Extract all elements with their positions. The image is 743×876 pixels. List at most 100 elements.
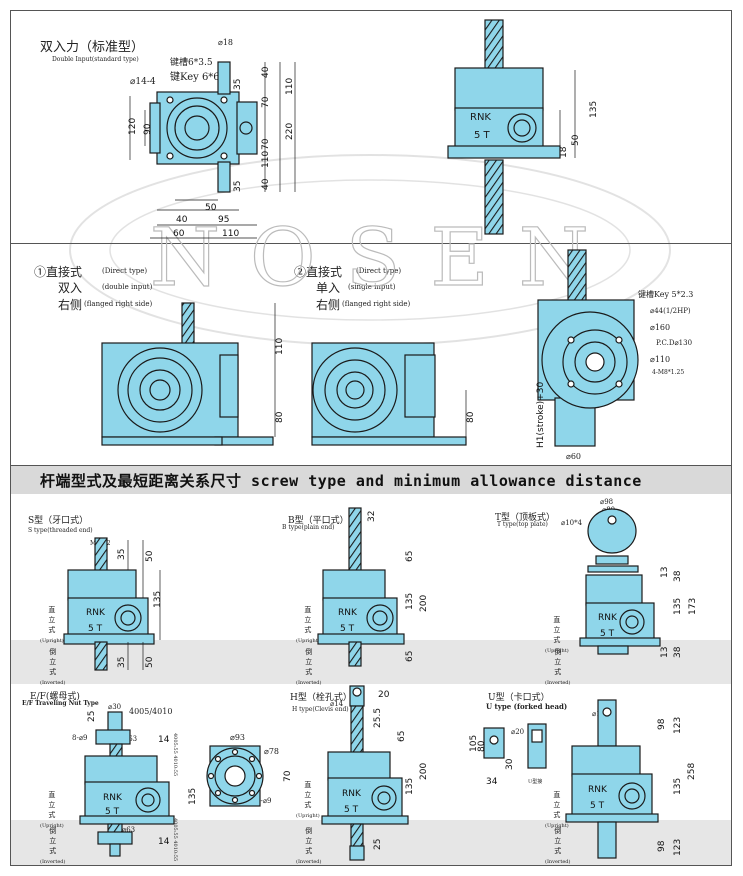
phi14-label: ⌀14-4	[130, 77, 156, 87]
dim-220: 220	[285, 123, 295, 140]
inverted-label-5: 倒立式(Inverted)	[296, 827, 322, 865]
dim-70b: 70	[261, 138, 271, 150]
ef-dim-70: 70	[283, 770, 293, 782]
ef-type-drawing	[79, 711, 175, 857]
upright-label-2: 直立式(Upright)	[296, 606, 320, 644]
s-dim-35a: 35	[117, 549, 127, 560]
flange-holes: 4-M8*1.25	[652, 369, 685, 376]
ef-type-title: E/F(螺母式)	[30, 692, 80, 702]
size-t: 5 T	[600, 629, 615, 639]
u-dim-30: 30	[505, 758, 515, 770]
t-type-en: T type(top plate)	[497, 521, 548, 528]
ef-d9b: 8-⌀9	[256, 797, 272, 805]
dim-18-top: 18	[559, 146, 569, 158]
h-type-en: H type(Clevis end)	[292, 706, 349, 713]
ef-d63b: ⌀63	[122, 826, 136, 834]
u-type-detail	[483, 723, 547, 769]
inverted-label-3: 倒立式(Inverted)	[545, 648, 571, 686]
s-dim-50a: 50	[145, 550, 155, 562]
flange-d44: ⌀44(1/2HP)	[650, 307, 691, 315]
direct2-num: ②直接式	[294, 265, 343, 279]
h-type-title: H型（栓孔式）	[290, 693, 352, 703]
ef-d30: ⌀30	[108, 703, 122, 711]
direct2-l3: 右侧	[316, 298, 341, 312]
h-type-drawing	[321, 685, 409, 861]
direct2-l3en: (flanged right side)	[342, 300, 411, 308]
direct1-en: (Direct type)	[102, 267, 148, 275]
key-label-2: 键Key 6*6	[170, 72, 220, 83]
s-type-drawing	[63, 537, 155, 671]
upright-label-3: 直立式(Upright)	[545, 616, 569, 654]
direct1-drawing	[101, 302, 274, 446]
ef-d93: ⌀93	[230, 733, 245, 742]
flange-key: 键槽Key 5*2.3	[638, 290, 694, 299]
d1-dim-110: 110	[275, 338, 285, 355]
direct2-drawing	[311, 342, 467, 446]
ef-d78: ⌀78	[264, 747, 279, 756]
t-d10: ⌀10*4	[561, 519, 583, 527]
direct1-l3en: (flanged right side)	[84, 300, 153, 308]
rnk-logo-t: RNK	[598, 613, 618, 623]
dim-40b: 40	[261, 178, 271, 190]
h-dim-25: 25	[373, 839, 383, 850]
key-label-1: 键槽6*3.5	[170, 58, 213, 68]
dim-40a: 40	[261, 66, 271, 78]
ef-nut: 4005/4010	[129, 707, 173, 716]
b-dim-32: 32	[367, 511, 377, 522]
size-5t-1: 5 T	[474, 130, 491, 141]
inverted-label-4: 倒立式(Inverted)	[40, 827, 66, 865]
banner-title: 杆端型式及最短距离关系尺寸 screw type and minimum all…	[40, 472, 642, 490]
u-dim-135: 135	[673, 778, 683, 795]
flange-drawing	[537, 249, 639, 447]
t-dim-135: 135	[673, 598, 683, 615]
t-d98: ⌀98	[600, 498, 614, 506]
d1-dim-80: 80	[275, 411, 285, 423]
t-type-drawing	[579, 508, 661, 655]
h-d14: ⌀14	[330, 700, 344, 708]
direct1-l3: 右侧	[58, 298, 83, 312]
size-h: 5 T	[344, 805, 359, 815]
dim-110c: 110	[222, 229, 239, 239]
rnk-logo-b: RNK	[338, 608, 358, 618]
u-dim-123a: 123	[673, 717, 683, 734]
ef-dim-14a: 14	[158, 735, 170, 745]
u-dim-258: 258	[687, 763, 697, 780]
flange-pcd: P.C.D⌀130	[656, 339, 693, 347]
section-direct-type	[10, 244, 732, 466]
ef-dim-14b: 14	[158, 837, 170, 847]
upright-label-4: 直立式(Upright)	[40, 791, 64, 829]
dim-50-top: 50	[571, 134, 581, 146]
direct1-num: ①直接式	[34, 265, 83, 279]
u-dim-105: 105	[469, 735, 479, 752]
u-type-en: U type (forked head)	[486, 702, 568, 711]
double-input-dimlines	[129, 62, 296, 239]
t-dim-38a: 38	[673, 570, 683, 582]
flange-stroke: H1(stroke)+30	[536, 382, 546, 448]
b-dim-65a: 65	[405, 551, 415, 562]
direct2-l2: 单入	[316, 281, 341, 295]
rnk-logo-s: RNK	[86, 608, 106, 618]
t-dim-13b: 13	[660, 647, 670, 658]
u-d20: ⌀20	[511, 728, 525, 736]
inverted-label-2: 倒立式(Inverted)	[296, 648, 322, 686]
section-double-input	[10, 10, 732, 244]
dim-95: 95	[218, 215, 229, 225]
dim-35a: 35	[233, 79, 243, 90]
u-type-drawing	[565, 699, 659, 859]
page-frame	[10, 10, 732, 866]
size-s: 5 T	[88, 624, 103, 634]
u-dim-98a: 98	[657, 718, 667, 730]
dim-50: 50	[205, 203, 217, 213]
b-type-drawing	[317, 507, 405, 667]
t-dim-38b: 38	[673, 646, 683, 658]
ef-lead-1: 4005:55 4010:55	[172, 733, 178, 777]
ef-nut-top-view	[206, 745, 264, 807]
t-type-title: T型（顶板式）	[495, 513, 556, 523]
double-input-title-en: Double Input(standard type)	[52, 56, 139, 63]
direct2-en: (Direct type)	[356, 267, 402, 275]
s-dim-135: 135	[153, 591, 163, 608]
section-banner	[11, 466, 731, 494]
b-type-title: B型（平口式）	[288, 516, 349, 526]
b-dim-65b: 65	[405, 651, 415, 662]
